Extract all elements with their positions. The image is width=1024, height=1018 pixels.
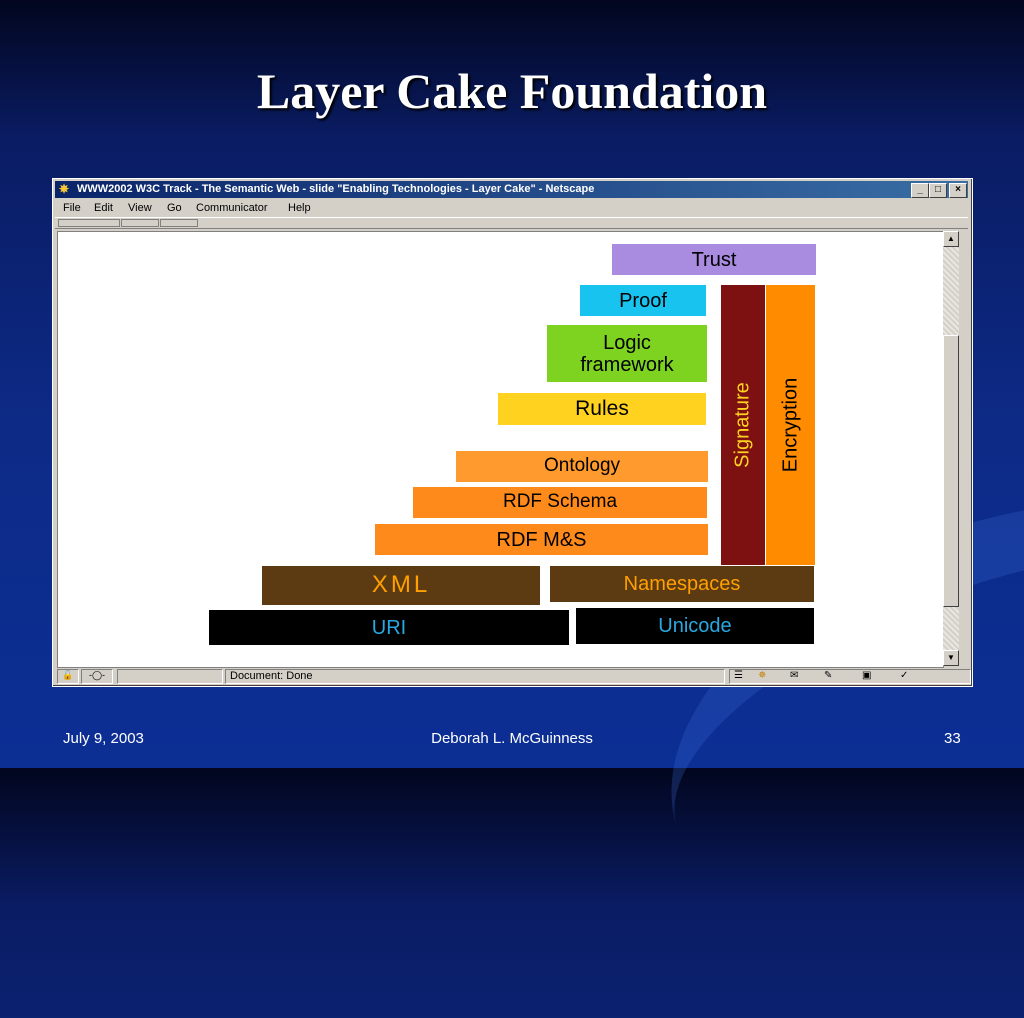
menu-communicator[interactable]: Communicator (196, 202, 268, 214)
layer-rdf-ms-label: RDF M&S (496, 528, 587, 551)
netscape-icon: ✵ (59, 182, 70, 196)
layer-ontology: Ontology (456, 451, 708, 482)
scroll-down-icon[interactable]: ▼ (943, 650, 959, 666)
mail-icon[interactable]: ✉ (790, 670, 799, 681)
layer-logic-label-2: framework (580, 353, 674, 376)
slide-title: Layer Cake Foundation (256, 63, 768, 119)
layer-rules: Rules (498, 393, 706, 425)
scroll-up-icon[interactable]: ▲ (943, 231, 959, 247)
page-content: Trust Proof Logic framework Rules Ontolo… (57, 231, 944, 668)
status-bar: 🔓 -◯- Document: Done ☰ ✵ ✉ ✎ ▣ ✓ (55, 668, 971, 684)
menu-edit[interactable]: Edit (94, 202, 113, 214)
layer-signature: Signature (721, 285, 765, 565)
menu-help[interactable]: Help (288, 202, 311, 214)
navigator-icon[interactable]: ✵ (758, 670, 767, 681)
collapsed-toolbars (55, 217, 968, 229)
layer-uri-label: URI (371, 616, 407, 639)
layer-namespaces: Namespaces (550, 566, 814, 602)
layer-rdf-schema: RDF Schema (413, 487, 707, 518)
layer-logic-label-1: Logic (603, 331, 651, 354)
layer-namespaces-label: Namespaces (623, 573, 741, 595)
component-bar: ☰ ✵ ✉ ✎ ▣ ✓ (729, 669, 971, 684)
layer-logic-framework: Logic framework (547, 325, 707, 382)
layer-encryption: Encryption (766, 285, 815, 565)
window-titlebar[interactable]: ✵ WWW2002 W3C Track - The Semantic Web -… (55, 181, 968, 198)
composer-icon[interactable]: ✓ (900, 670, 909, 681)
window-title: WWW2002 W3C Track - The Semantic Web - s… (77, 183, 595, 195)
address-book-icon[interactable]: ▣ (862, 670, 872, 681)
toolbar-grip-location[interactable] (121, 219, 159, 227)
discussion-icon[interactable]: ✎ (824, 670, 833, 681)
layer-rdf-ms: RDF M&S (375, 524, 708, 555)
menu-go[interactable]: Go (167, 202, 182, 214)
minimize-icon[interactable]: _ (911, 183, 929, 198)
progress-panel (117, 669, 223, 684)
layer-xml: XML (262, 566, 540, 605)
layer-xml-label: XML (371, 571, 431, 599)
layer-unicode-label: Unicode (658, 615, 732, 637)
status-text: Document: Done (225, 669, 725, 684)
scroll-thumb[interactable] (943, 335, 959, 607)
layer-unicode: Unicode (576, 608, 814, 644)
maximize-icon[interactable]: □ (929, 183, 947, 198)
close-icon[interactable]: × (949, 183, 967, 198)
browser-window: ✵ WWW2002 W3C Track - The Semantic Web -… (52, 178, 973, 687)
toolbar-grip-personal[interactable] (160, 219, 198, 227)
vertical-scrollbar[interactable]: ▲ ▼ (943, 231, 959, 666)
footer-date: July 9, 2003 (63, 730, 144, 747)
layer-proof: Proof (580, 285, 706, 316)
layer-proof-label: Proof (619, 289, 667, 312)
layer-rdf-schema-label: RDF Schema (502, 491, 618, 513)
layer-ontology-label: Ontology (543, 455, 621, 477)
footer-author: Deborah L. McGuinness (431, 730, 593, 747)
layer-rules-label: Rules (575, 397, 629, 421)
menu-bar: File Edit View Go Communicator Help (55, 199, 968, 217)
menu-file[interactable]: File (63, 202, 81, 214)
layer-uri: URI (209, 610, 569, 645)
layer-encryption-label: Encryption (779, 377, 801, 473)
menu-view[interactable]: View (128, 202, 152, 214)
footer-page-number: 33 (944, 730, 961, 747)
list-icon[interactable]: ☰ (734, 670, 743, 681)
layer-trust-label: Trust (691, 248, 737, 271)
layer-trust: Trust (612, 244, 816, 275)
toolbar-grip-navigation[interactable] (58, 219, 120, 227)
connection-icon: -◯- (81, 669, 113, 684)
security-lock-icon[interactable]: 🔓 (57, 669, 79, 684)
layer-signature-label: Signature (731, 382, 754, 468)
